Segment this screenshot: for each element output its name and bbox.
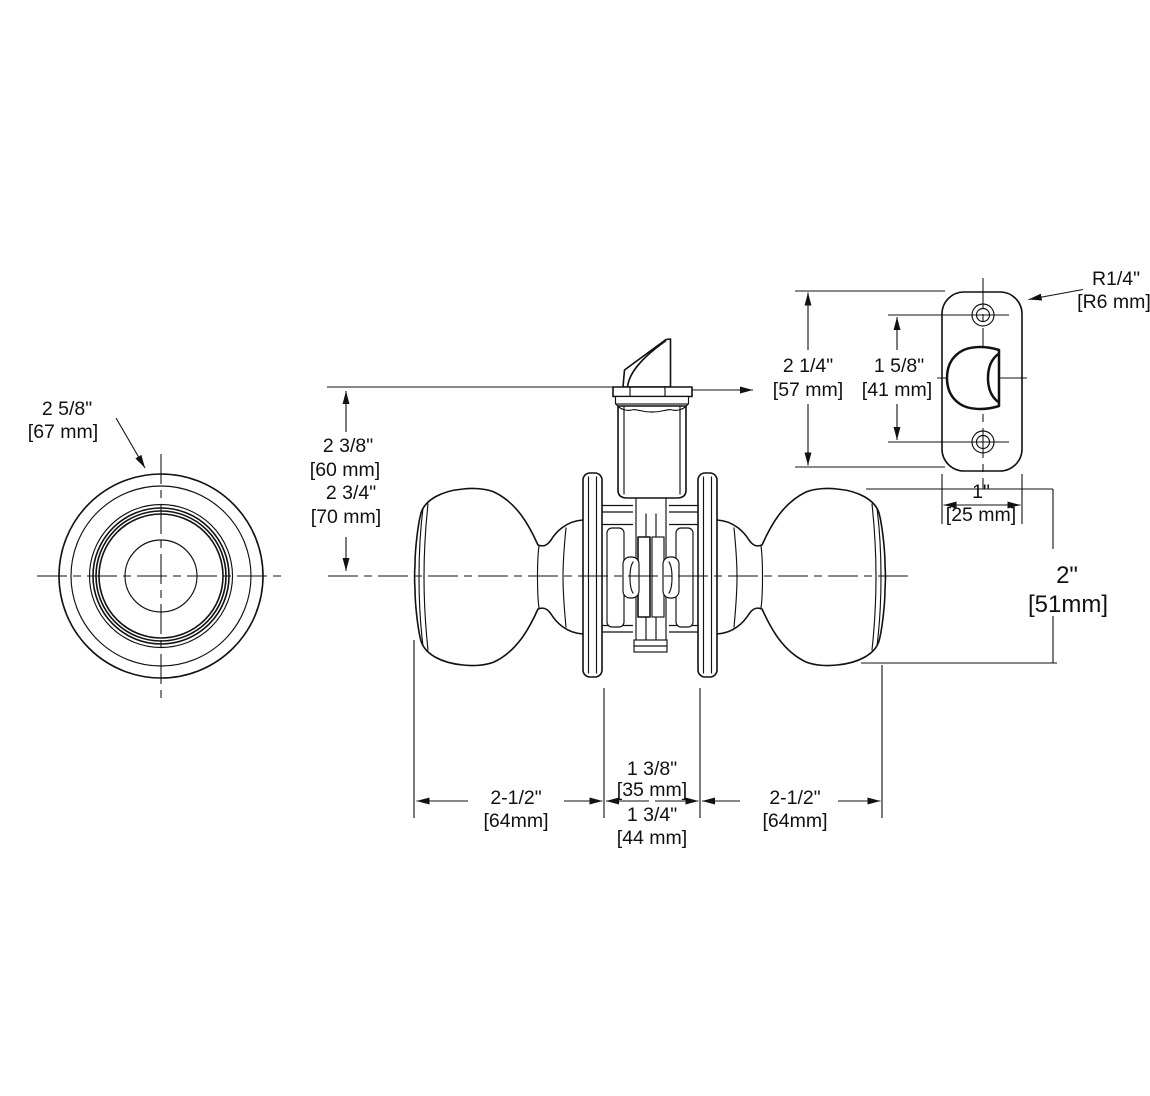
door-thickness-min-mm: [35 mm]: [617, 779, 687, 801]
top-screw-hole-inner: [975, 307, 991, 323]
corner-radius-mm: [R6 mm]: [1077, 291, 1150, 313]
strike-plate-view: 2 1/4" [57 mm] 1 5/8" [41 mm] 1" [25 mm]…: [773, 268, 1150, 526]
right-knob-face-ring-2: [871, 503, 877, 651]
latch-chassis: [601, 498, 699, 653]
left-knob-neck-line: [536, 545, 540, 609]
screw-spacing-mm: [41 mm]: [862, 379, 932, 401]
front-view: 2 5/8" [67 mm]: [28, 398, 286, 701]
strike-height-in: 2 1/4": [783, 355, 833, 377]
bottom-screw-hole-outer: [971, 430, 995, 454]
dim-strike-height: 2 1/4" [57 mm]: [773, 290, 945, 468]
left-knob-outline: [413, 487, 584, 667]
right-knob-neck-line: [760, 545, 764, 609]
front-diameter-label-in: 2 5/8": [42, 398, 92, 420]
top-screw-hole-outer: [971, 303, 995, 327]
latch-bolt-assembly: [612, 338, 693, 499]
right-knob-skirt-rim: [733, 527, 738, 628]
dim-strike-width: 1" [25 mm]: [941, 474, 1023, 526]
left-hub: [622, 556, 640, 599]
strike-width-mm: [25 mm]: [946, 504, 1016, 526]
left-rose-plate: [582, 472, 603, 678]
side-view: 2 3/8" [60 mm] 2 3/4" [70 mm] 2" [51mm]: [310, 338, 1108, 849]
latch-faceplate: [612, 386, 693, 398]
screw-spacing-in: 1 5/8": [874, 355, 924, 377]
front-diameter-leader: [115, 417, 146, 469]
collar-scallops: [615, 403, 689, 413]
latch-bolt-bevel: [626, 340, 667, 388]
right-knob-face-ring-1: [876, 507, 882, 647]
knob-diameter-mm: [51mm]: [1028, 591, 1108, 618]
door-thickness-min-in: 1 3/8": [627, 758, 677, 780]
left-mounting-plate: [606, 527, 625, 628]
latch-bolt: [622, 338, 672, 388]
dim-corner-radius: R1/4" [R6 mm]: [1028, 268, 1150, 313]
left-knob-face-ring-2: [423, 503, 429, 651]
right-knob-outline: [716, 487, 887, 667]
right-knob: [716, 487, 887, 667]
right-rose-plate: [697, 472, 718, 678]
latch-collar: [614, 395, 690, 405]
height-lower-in: 2 3/4": [326, 482, 376, 504]
dim-screw-spacing: 1 5/8" [41 mm]: [862, 316, 932, 441]
strike-width-in: 1": [972, 481, 990, 503]
right-hub: [662, 556, 680, 599]
left-knob-skirt-rim: [562, 527, 567, 628]
front-diameter-label-mm: [67 mm]: [28, 421, 98, 443]
bottom-screw-hole-inner: [975, 434, 991, 450]
height-upper-mm: [60 mm]: [310, 459, 380, 481]
dim-bottom: 2-1/2" [64mm] 1 3/8" [35 mm] 1 3/4" [44 …: [413, 640, 883, 849]
corner-radius-leader: [1028, 288, 1084, 301]
right-projection-in: 2-1/2": [769, 787, 820, 809]
height-lower-mm: [70 mm]: [311, 506, 381, 528]
door-thickness-max-in: 1 3/4": [627, 804, 677, 826]
left-knob-face-ring-1: [418, 507, 424, 647]
spindle-bar: [637, 536, 651, 618]
left-knob: [413, 487, 584, 667]
left-projection-mm: [64mm]: [483, 810, 548, 832]
dim-height: 2 3/8" [60 mm] 2 3/4" [70 mm]: [310, 390, 381, 572]
knob-diameter-in: 2": [1056, 562, 1078, 589]
height-upper-in: 2 3/8": [323, 435, 373, 457]
door-thickness-max-mm: [44 mm]: [617, 827, 687, 849]
corner-radius-in: R1/4": [1092, 268, 1140, 290]
latch-opening: [945, 345, 1001, 411]
left-projection-in: 2-1/2": [490, 787, 541, 809]
latch-opening-lip: [986, 352, 1000, 404]
strike-height-mm: [57 mm]: [773, 379, 843, 401]
dim-knob-diameter: 2" [51mm]: [861, 488, 1108, 664]
latch-barrel: [617, 405, 687, 499]
right-projection-mm: [64mm]: [762, 810, 827, 832]
retractor-bar: [651, 536, 665, 618]
